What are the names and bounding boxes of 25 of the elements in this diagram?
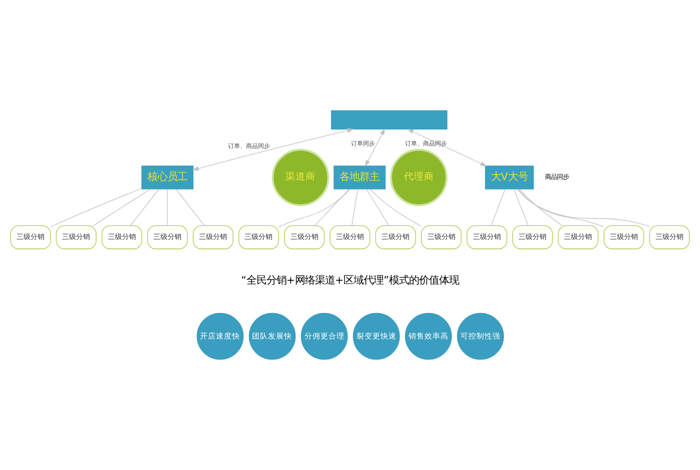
connector <box>351 188 358 226</box>
connector <box>314 188 350 226</box>
connector <box>517 188 650 227</box>
connector <box>366 188 390 226</box>
connector <box>490 188 506 226</box>
connector <box>167 188 168 226</box>
node-box <box>331 110 448 130</box>
connector <box>176 188 205 226</box>
connector <box>278 188 350 228</box>
node-circle: 渠道商 <box>272 148 330 206</box>
arrow <box>365 128 386 167</box>
arrow <box>407 128 487 166</box>
connector <box>50 188 142 228</box>
connector <box>518 188 604 228</box>
connector <box>513 188 529 226</box>
connector <box>130 188 160 226</box>
connector <box>518 188 563 226</box>
label: “全民分销+网络渠道+区域代理”模式的价值体现 <box>241 274 459 286</box>
node-box: 各地群主 <box>334 166 386 190</box>
node-circle: 代理商 <box>390 148 448 206</box>
connector <box>370 188 422 227</box>
connector <box>92 188 151 226</box>
node-box: 核心员工 <box>141 166 194 190</box>
arrow <box>192 128 354 171</box>
node-box: 大V大号 <box>484 166 534 190</box>
